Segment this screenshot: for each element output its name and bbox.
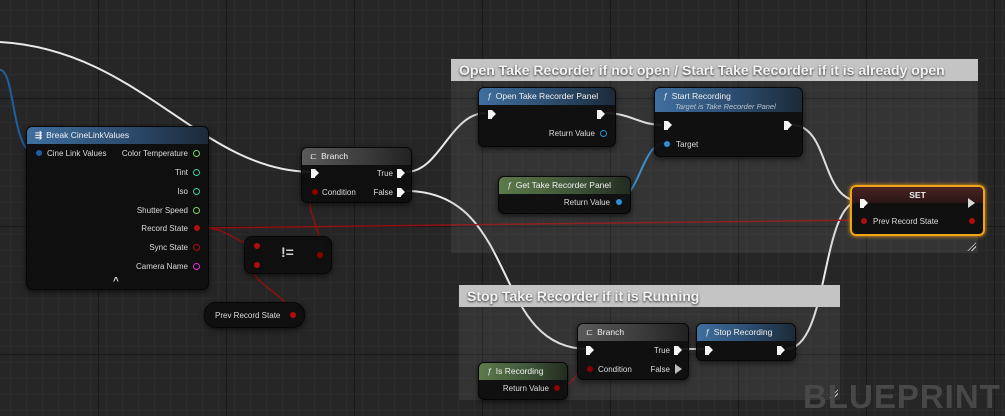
node-subtitle: Target is Take Recorder Panel	[675, 102, 776, 111]
output-record-state: Record State	[141, 224, 188, 233]
exec-false-pin[interactable]	[397, 188, 405, 197]
enum-input-pin[interactable]	[254, 243, 260, 249]
resize-grip-icon[interactable]	[829, 389, 838, 398]
pin-label: False	[373, 188, 393, 197]
node-header: SET	[852, 187, 983, 203]
break-struct-icon: ⇶	[35, 130, 43, 140]
node-header: ⊏Branch	[302, 148, 411, 165]
float-output-pin[interactable]	[193, 169, 200, 176]
enum-output-pin[interactable]	[193, 244, 200, 251]
pin-label: Return Value	[502, 384, 549, 393]
float-output-pin[interactable]	[193, 150, 200, 157]
pin-label: Return Value	[563, 198, 610, 207]
not-equal-node[interactable]: !=	[244, 236, 332, 274]
pin-label: True	[653, 346, 670, 355]
variable-label: Prev Record State	[215, 311, 281, 320]
exec-input-pin[interactable]	[488, 110, 496, 119]
node-title: Open Take Recorder Panel	[495, 91, 599, 101]
node-title: Branch	[597, 327, 625, 337]
object-output-pin[interactable]	[600, 130, 607, 137]
branch-node-1[interactable]: ⊏Branch True Condition False	[301, 147, 412, 203]
set-prev-record-state-node[interactable]: SET Prev Record State	[850, 185, 985, 236]
output-iso: Iso	[177, 187, 188, 196]
comment-title: Stop Take Recorder if it is Running	[459, 285, 840, 307]
node-title: Stop Recording	[713, 327, 773, 337]
output-camera-name: Camera Name	[135, 262, 188, 271]
operator-label: !=	[281, 244, 294, 260]
pin-label: Return Value	[548, 129, 595, 138]
exec-input-pin[interactable]	[860, 199, 868, 208]
node-header: ⊏Branch	[578, 324, 688, 341]
float-output-pin[interactable]	[193, 188, 200, 195]
resize-grip-icon[interactable]	[967, 242, 976, 251]
exec-input-pin[interactable]	[705, 346, 713, 355]
output-shutter-speed: Shutter Speed	[136, 206, 188, 215]
function-icon: ƒ	[663, 91, 668, 101]
collapse-chevron-icon[interactable]: ^	[113, 276, 119, 287]
node-header: ⇶Break CineLinkValues	[27, 127, 208, 144]
float-output-pin[interactable]	[193, 207, 200, 214]
pin-label: Cine Link Values	[47, 149, 107, 158]
exec-input-pin[interactable]	[311, 169, 319, 178]
node-title: Branch	[321, 151, 349, 161]
function-icon: ƒ	[507, 180, 512, 190]
exec-output-pin[interactable]	[597, 110, 605, 119]
bool-input-pin[interactable]	[587, 366, 593, 372]
object-output-pin[interactable]	[616, 199, 622, 205]
exec-output-pin-icon[interactable]	[968, 198, 975, 208]
break-cinelink-node[interactable]: ⇶Break CineLinkValues Cine Link Values C…	[26, 126, 209, 290]
node-title: Start Recording	[671, 91, 731, 101]
string-output-pin[interactable]	[193, 263, 200, 270]
bool-output-pin[interactable]	[554, 385, 560, 391]
exec-output-pin[interactable]	[777, 346, 785, 355]
bool-input-pin[interactable]	[312, 189, 318, 195]
exec-input-pin[interactable]	[586, 346, 594, 355]
enum-input-pin[interactable]	[254, 262, 260, 268]
branch-icon: ⊏	[310, 151, 318, 161]
enum-output-pin[interactable]	[969, 218, 975, 224]
exec-input-pin[interactable]	[664, 121, 672, 130]
enum-output-pin[interactable]	[194, 225, 200, 231]
exec-true-pin[interactable]	[674, 346, 682, 355]
output-sync-state: Sync State	[149, 243, 188, 252]
enum-output-pin[interactable]	[290, 312, 296, 318]
blueprint-watermark: BLUEPRINT	[803, 378, 1001, 415]
pin-label: False	[650, 365, 670, 374]
enum-input-pin[interactable]	[861, 218, 867, 224]
node-title: Get Take Recorder Panel	[515, 180, 612, 190]
branch-icon: ⊏	[586, 327, 594, 337]
exec-true-pin[interactable]	[397, 169, 405, 178]
exec-output-pin[interactable]	[784, 121, 792, 130]
node-title: Is Recording	[495, 366, 544, 376]
prev-record-state-getter[interactable]: Prev Record State	[204, 302, 305, 328]
object-input-pin[interactable]	[664, 141, 670, 147]
bool-output-pin[interactable]	[317, 252, 323, 258]
pin-label: Target	[676, 140, 699, 149]
comment-title: Open Take Recorder if not open / Start T…	[451, 59, 978, 81]
struct-input-pin[interactable]	[36, 150, 42, 156]
branch-node-2[interactable]: ⊏Branch True Condition False	[577, 323, 689, 380]
node-title: Break CineLinkValues	[46, 130, 130, 140]
output-color-temperature: Color Temperature	[121, 149, 188, 158]
function-icon: ƒ	[487, 366, 492, 376]
node-title: SET	[909, 190, 926, 200]
exec-false-pin-icon[interactable]	[675, 364, 682, 374]
function-icon: ƒ	[487, 91, 492, 101]
pin-label: Condition	[322, 188, 356, 197]
pin-label: True	[376, 169, 393, 178]
pin-label: Condition	[598, 365, 632, 374]
output-tint: Tint	[174, 168, 188, 177]
function-icon: ƒ	[705, 327, 710, 337]
pin-label: Prev Record State	[873, 217, 939, 226]
